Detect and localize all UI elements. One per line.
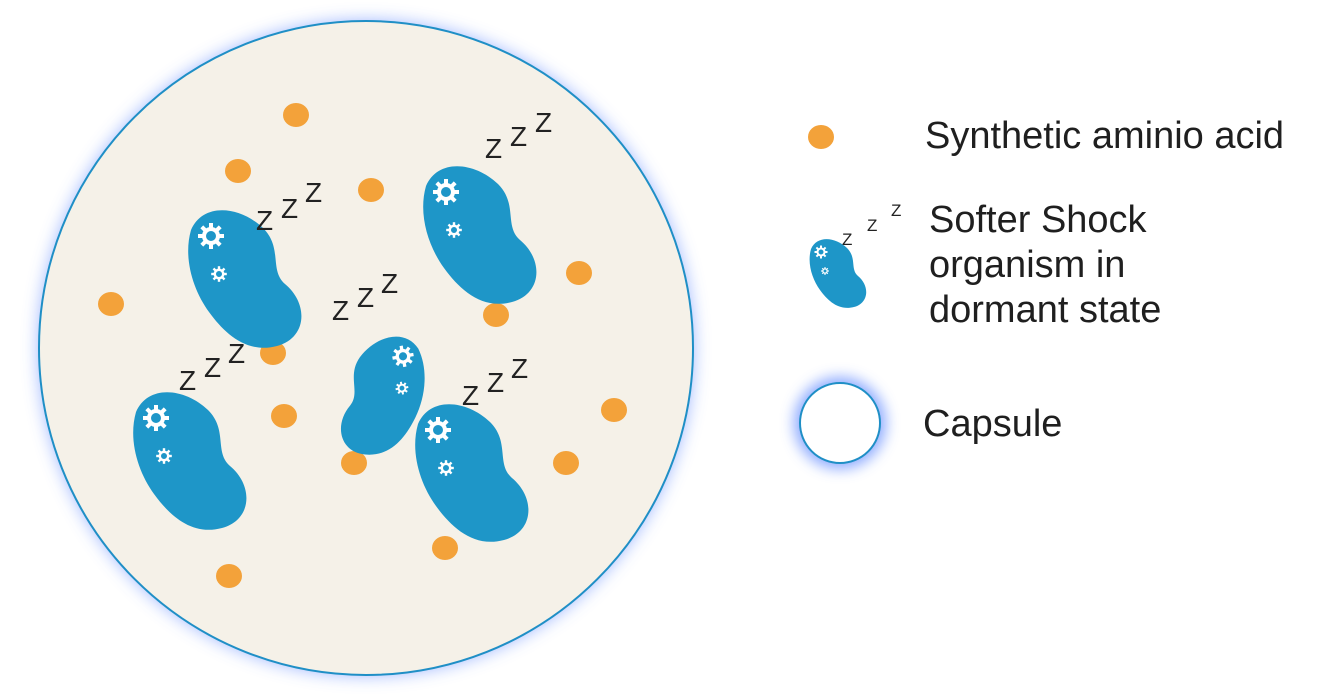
legend-organism-line: organism in <box>929 244 1126 286</box>
capsule <box>38 20 694 676</box>
amino-acid-icon <box>216 564 242 588</box>
legend-icons: Z Z Z <box>794 125 901 469</box>
amino-acid-icon <box>483 303 509 327</box>
capsule-body <box>38 20 694 676</box>
amino-acid-icon <box>566 261 592 285</box>
svg-text:Z: Z <box>485 133 502 164</box>
sleep-z-icon: Z Z Z <box>842 201 901 249</box>
svg-text:Z: Z <box>842 230 852 249</box>
legend-organism-line: Softer Shock <box>929 199 1147 241</box>
svg-text:Z: Z <box>204 352 221 383</box>
amino-acid-icon <box>283 103 309 127</box>
capsule-icon <box>794 377 886 469</box>
svg-text:Z: Z <box>462 380 479 411</box>
legend-organism-label: Softer Shock organism in dormant state <box>929 198 1161 333</box>
amino-acids <box>98 103 627 588</box>
svg-text:Z: Z <box>228 338 245 369</box>
sleep-z-icon: Z Z Z <box>485 107 552 164</box>
sleep-z-icon: Z Z Z <box>256 177 322 236</box>
svg-text:Z: Z <box>510 121 527 152</box>
amino-acid-icon <box>432 536 458 560</box>
legend-organism-line: dormant state <box>929 289 1162 331</box>
svg-text:Z: Z <box>381 268 398 299</box>
organism-icon <box>810 239 867 308</box>
amino-acid-icon <box>341 451 367 475</box>
amino-acid-icon <box>601 398 627 422</box>
amino-acid-icon <box>225 159 251 183</box>
sleep-z-icon: Z Z Z <box>179 338 245 396</box>
legend-capsule-label: Capsule <box>923 403 1063 445</box>
amino-acid-icon <box>358 178 384 202</box>
sleep-z-icon: Z Z Z <box>332 268 398 326</box>
svg-text:Z: Z <box>256 205 273 236</box>
amino-acid-icon <box>808 125 834 149</box>
organism-legend-icon: Z Z Z <box>810 201 901 308</box>
legend-amino-acid-label: Synthetic aminio acid <box>925 115 1285 157</box>
svg-text:Z: Z <box>179 365 196 396</box>
svg-text:Z: Z <box>535 107 552 138</box>
amino-acid-icon <box>553 451 579 475</box>
svg-text:Z: Z <box>487 367 504 398</box>
svg-text:Z: Z <box>867 216 877 235</box>
amino-acid-icon <box>271 404 297 428</box>
svg-text:Z: Z <box>891 201 901 220</box>
amino-acid-icon <box>98 292 124 316</box>
sleep-marks: Z Z Z Z Z Z Z Z Z Z Z Z Z Z Z <box>179 107 552 411</box>
svg-text:Z: Z <box>357 282 374 313</box>
svg-text:Z: Z <box>305 177 322 208</box>
sleep-z-icon: Z Z Z <box>462 353 528 411</box>
svg-text:Z: Z <box>332 295 349 326</box>
svg-text:Z: Z <box>511 353 528 384</box>
svg-text:Z: Z <box>281 193 298 224</box>
